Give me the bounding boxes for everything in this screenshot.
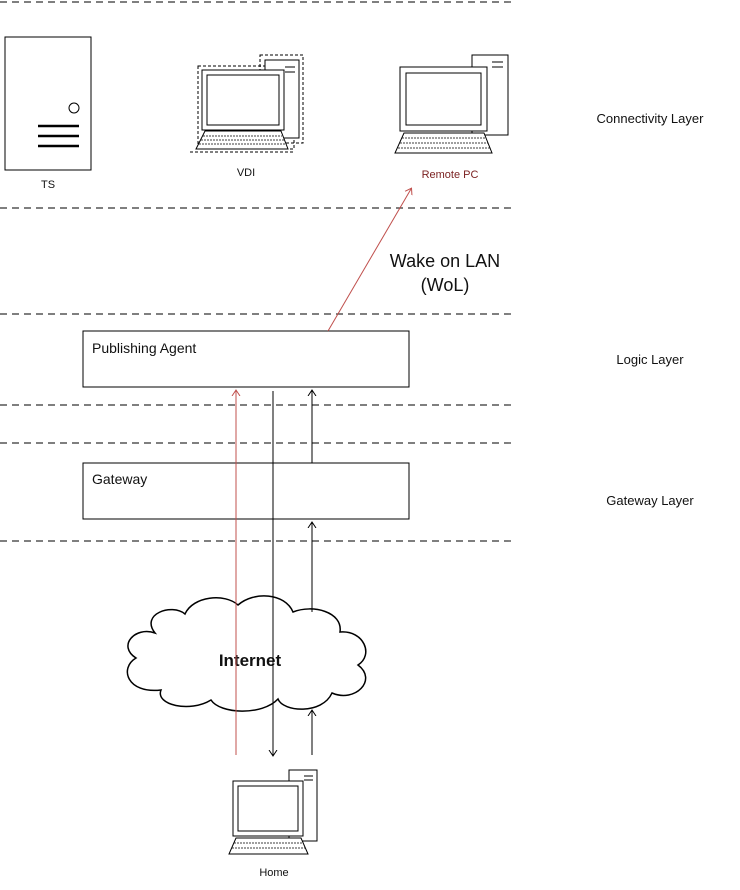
wol-label-line2: (WoL) xyxy=(421,275,470,295)
publishing-agent-box xyxy=(82,330,410,388)
internet-label: Internet xyxy=(219,651,282,670)
remote-pc-icon xyxy=(394,54,509,154)
vdi-label: VDI xyxy=(237,167,255,179)
wol-arrow xyxy=(327,189,411,332)
home-label: Home xyxy=(259,867,288,879)
layer-label-connectivity: Connectivity Layer xyxy=(597,111,705,126)
gateway-label: Gateway xyxy=(92,471,147,487)
ts-server-icon xyxy=(4,36,92,171)
remote-pc-label: Remote PC xyxy=(422,169,479,181)
publishing-agent-label: Publishing Agent xyxy=(92,340,196,356)
layer-label-gateway: Gateway Layer xyxy=(606,493,694,508)
home-pc-icon xyxy=(228,769,318,855)
flow-arrows xyxy=(236,189,411,755)
wol-label-line1: Wake on LAN xyxy=(390,251,500,271)
ts-label: TS xyxy=(41,179,55,191)
layer-separators xyxy=(0,1,515,542)
vdi-desktop-icon xyxy=(190,54,304,153)
gateway-box xyxy=(82,462,410,520)
layer-label-logic: Logic Layer xyxy=(616,352,684,367)
